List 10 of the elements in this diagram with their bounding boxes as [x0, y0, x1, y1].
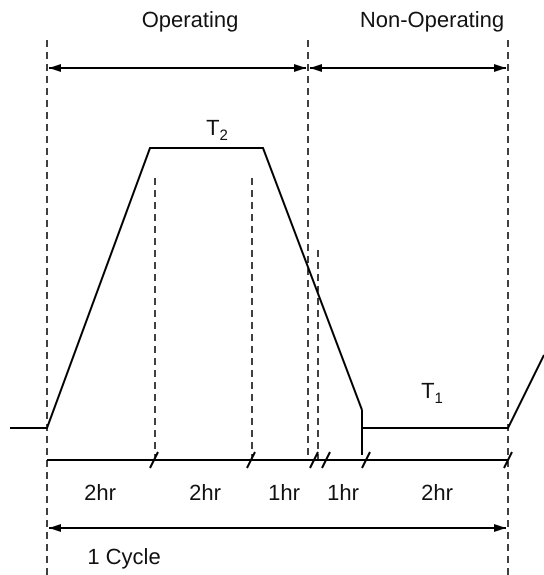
temperature-label: T$_{1}$ [421, 380, 443, 406]
duration-label: 2hr [84, 482, 116, 504]
section-label: Non-Operating [360, 9, 504, 31]
cycle-label: 1 Cycle [87, 546, 161, 568]
duration-label: 2hr [421, 482, 453, 504]
duration-label: 1hr [268, 482, 300, 504]
duration-label: 2hr [189, 482, 221, 504]
duration-label: 1hr [327, 482, 359, 504]
temperature-label: T$_{2}$ [206, 116, 228, 144]
section-label: Operating [142, 9, 238, 31]
